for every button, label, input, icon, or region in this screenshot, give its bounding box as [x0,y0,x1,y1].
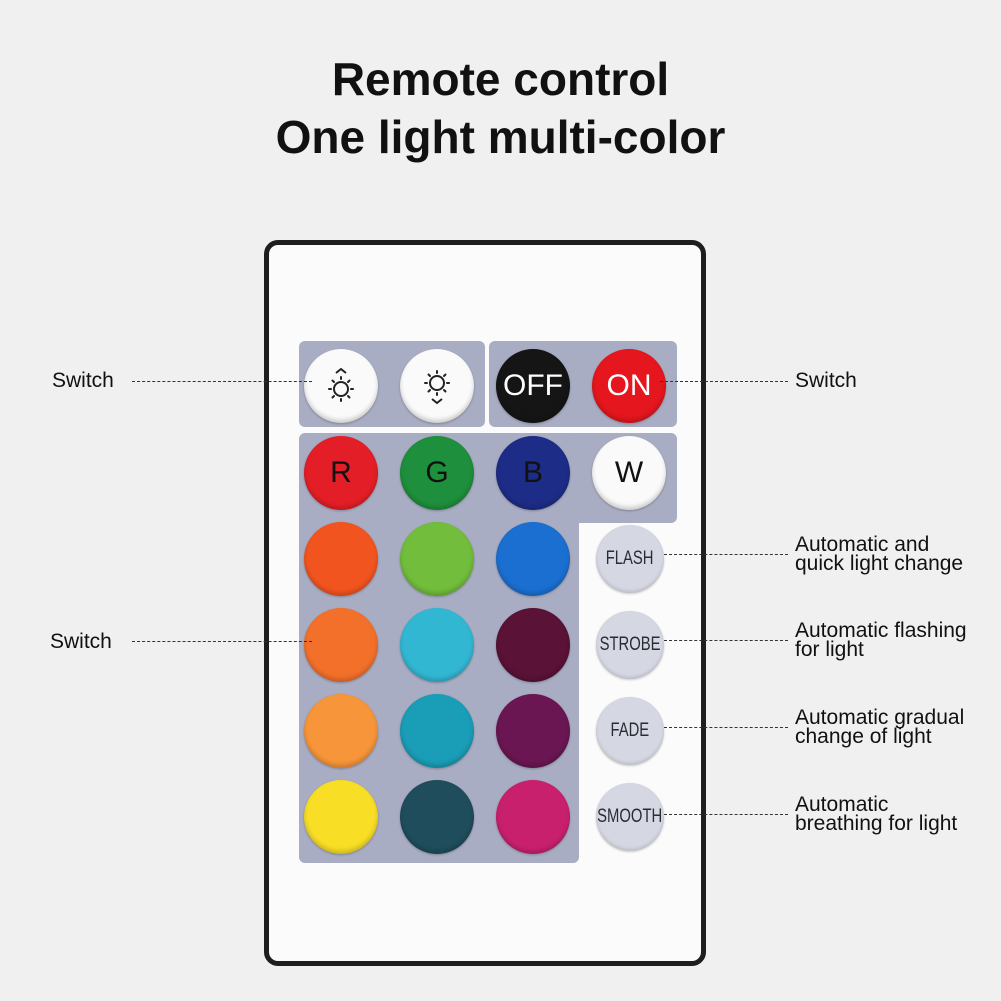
callout-line-strobe [664,640,788,641]
callout-flash-line1: Automatic and [795,533,930,556]
callout-line-fade [664,727,788,728]
callout-fade-line2: change of light [795,725,932,748]
flash-button[interactable]: FLASH [596,525,664,593]
white-button[interactable]: W [592,436,666,510]
callout-line-left-top [132,381,312,382]
callout-line-flash [664,554,788,555]
color-button-light-green[interactable] [400,522,474,596]
callout-strobe-line2: for light [795,638,864,661]
white-label: W [614,456,644,489]
callout-right-top: Switch [795,369,857,392]
strobe-button[interactable]: STROBE [596,611,664,679]
callout-left-mid: Switch [50,630,112,653]
callout-left-top: Switch [52,369,114,392]
brightness-down-icon [424,370,450,405]
green-button[interactable]: G [400,436,474,510]
color-button-dark-teal[interactable] [400,780,474,854]
smooth-label: SMOOTH [597,806,663,827]
color-button-pink[interactable] [496,780,570,854]
color-button-teal[interactable] [400,694,474,768]
blue-label: B [522,456,543,489]
off-label: OFF [503,369,563,402]
color-button-yellow[interactable] [304,780,378,854]
off-button[interactable]: OFF [496,349,570,423]
on-label: ON [606,369,652,402]
color-button-plum[interactable] [496,608,570,682]
green-label: G [425,456,449,489]
brightness-up-button[interactable] [304,349,378,423]
brightness-up-icon [328,367,354,402]
on-button[interactable]: ON [592,349,666,423]
flash-label: FLASH [606,548,654,569]
brightness-down-button[interactable] [400,349,474,423]
fade-label: FADE [610,720,650,741]
strobe-label: STROBE [599,634,661,655]
blue-button[interactable]: B [496,436,570,510]
color-button-light-orange[interactable] [304,694,378,768]
callout-line-right-top [660,381,788,382]
page-title-line-1: Remote control [331,53,670,105]
callout-line-smooth [664,814,788,815]
color-button-purple[interactable] [496,694,570,768]
color-button-mid-blue[interactable] [496,522,570,596]
red-label: R [330,456,352,489]
page-title-line-2: One light multi-color [275,111,726,163]
callout-line-left-mid [132,641,312,642]
color-button-orange-red[interactable] [304,522,378,596]
callout-flash-line2: quick light change [795,552,964,575]
color-button-cyan[interactable] [400,608,474,682]
callout-smooth-line1: Automatic [795,793,889,816]
callout-strobe-line1: Automatic flashing [795,619,967,642]
callout-fade-line1: Automatic gradual [795,706,965,729]
callout-smooth-line2: breathing for light [795,812,958,835]
remote-control: OFF ON R G B W FLASH STROBE FADE SMOOTH [264,240,706,966]
fade-button[interactable]: FADE [596,697,664,765]
red-button[interactable]: R [304,436,378,510]
color-button-orange[interactable] [304,608,378,682]
smooth-button[interactable]: SMOOTH [596,783,664,851]
